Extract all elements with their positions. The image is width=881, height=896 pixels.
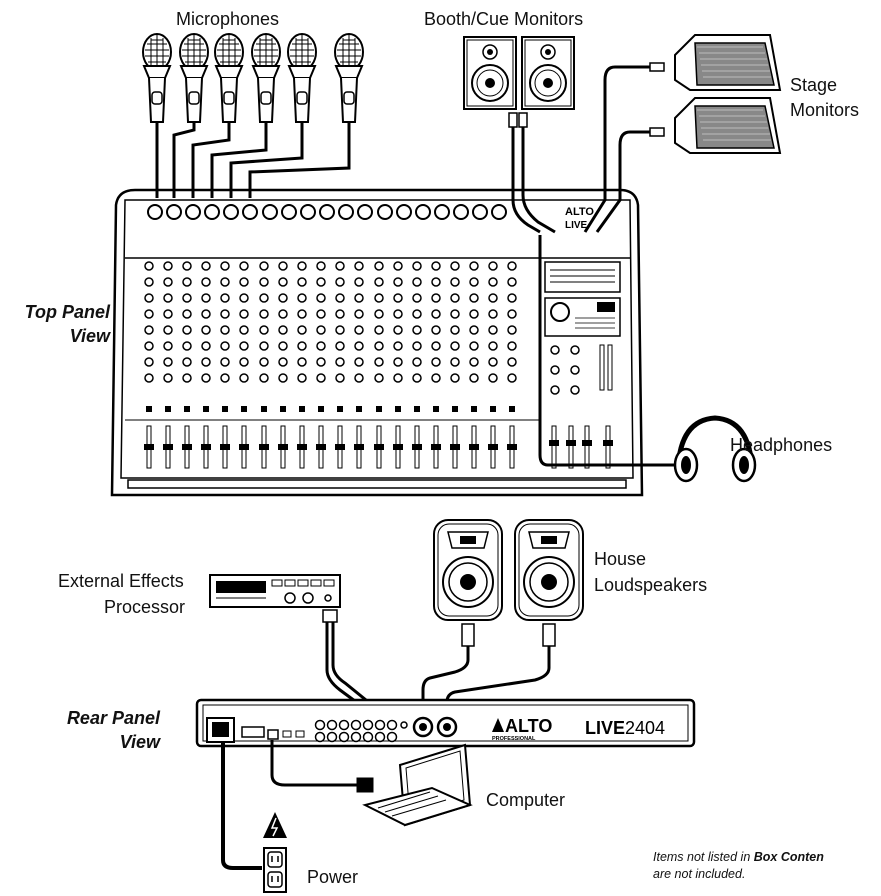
studio-monitor-icon <box>463 36 575 110</box>
rear-panel-model: LIVE2404 <box>585 718 665 738</box>
rear-panel-brand: ALTO <box>505 716 552 736</box>
booth-cue-monitors-label: Booth/Cue Monitors <box>424 9 584 29</box>
house-loudspeakers-label-2: Loudspeakers <box>594 575 708 595</box>
effects-processor-icon <box>209 574 341 608</box>
headphone-cable <box>538 235 675 467</box>
external-effects-label-1: External Effects <box>58 571 184 591</box>
microphone-icon <box>142 33 364 123</box>
power-label: Power <box>307 867 359 887</box>
headphones-label: Headphones <box>730 435 833 455</box>
rear-panel-brand-sub: PROFESSIONAL <box>492 736 536 742</box>
rear-panel-view-label: Rear Panel View <box>66 708 160 752</box>
power-cable <box>221 742 262 870</box>
loudspeaker-icon <box>433 519 584 647</box>
usb-cable <box>270 740 374 793</box>
top-panel-mixer: ALTO LIVE <box>110 188 644 497</box>
stage-monitor-cables <box>583 62 665 233</box>
loudspeaker-cables <box>421 646 551 712</box>
headphones-icon <box>673 415 757 483</box>
microphones-label: Microphones <box>176 9 280 29</box>
effects-cables <box>322 609 389 720</box>
rear-panel: ALTO PROFESSIONAL LIVE2404 <box>195 698 696 748</box>
microphone-cables <box>155 122 351 198</box>
power-outlet-icon <box>263 847 287 893</box>
warning-icon <box>263 812 287 838</box>
computer-label: Computer <box>486 790 566 810</box>
top-panel-brand: ALTO <box>565 206 594 218</box>
monitor-cables <box>508 112 556 234</box>
xlr-inputs-row <box>147 204 507 220</box>
laptop-icon <box>362 743 473 827</box>
stage-wedge-icon <box>674 34 781 154</box>
box-contents-note: Items not listed in Box Conten are not i… <box>653 850 824 881</box>
top-panel-view-label: Top Panel View <box>24 302 110 346</box>
house-loudspeakers-label-1: House <box>594 549 647 569</box>
stage-monitors-label-1: Stage <box>790 75 838 95</box>
stage-monitors-label-2: Monitors <box>790 100 860 120</box>
master-section <box>544 261 621 469</box>
external-effects-label-2: Processor <box>104 597 186 617</box>
top-panel-model: LIVE <box>565 220 588 231</box>
